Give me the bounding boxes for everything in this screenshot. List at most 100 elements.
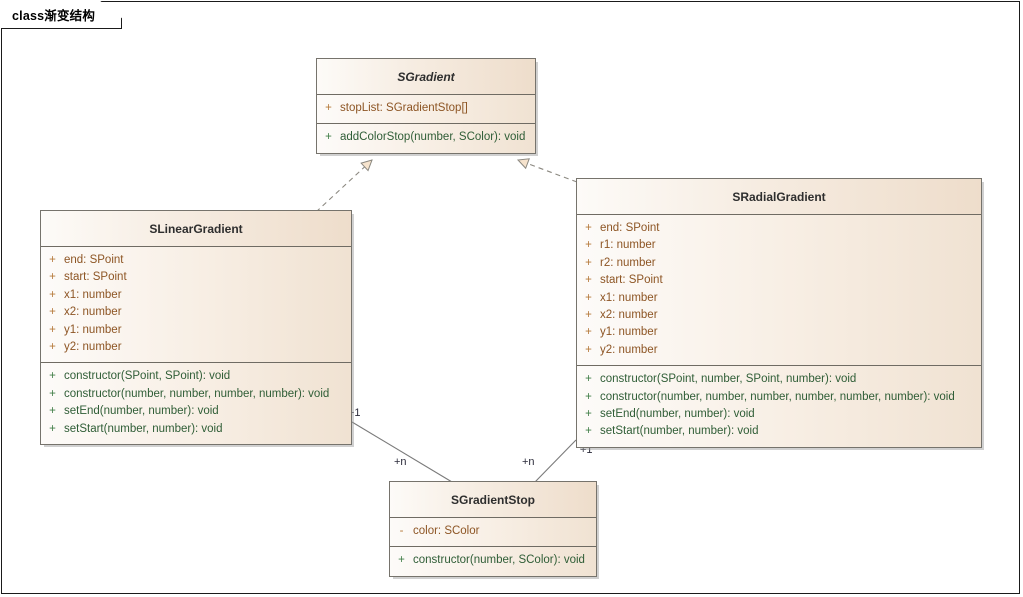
- attribute-label: y1: number: [600, 326, 658, 339]
- operation-row: + constructor(number, number, number, nu…: [577, 389, 981, 406]
- visibility-marker: +: [585, 425, 592, 438]
- operation-row: + constructor(number, number, number, nu…: [41, 386, 351, 403]
- visibility-marker: +: [585, 239, 592, 252]
- visibility-marker: +: [585, 390, 592, 403]
- attribute-row: + r1: number: [577, 237, 981, 254]
- visibility-marker: +: [585, 274, 592, 287]
- class-box-sgradientstop[interactable]: SGradientStop - color: SColor + construc…: [389, 481, 597, 577]
- operation-row: + setStart(number, number): void: [41, 421, 351, 438]
- operation-row: + setEnd(number, number): void: [41, 403, 351, 420]
- attribute-label: color: SColor: [413, 525, 480, 537]
- visibility-marker: +: [49, 323, 56, 336]
- attribute-row: + start: SPoint: [577, 272, 981, 289]
- attribute-label: r2: number: [600, 256, 656, 269]
- attribute-row: + end: SPoint: [577, 220, 981, 237]
- visibility-marker: +: [585, 256, 592, 269]
- multiplicity-stop-from-radial: +n: [522, 456, 535, 468]
- visibility-marker: +: [49, 271, 56, 284]
- visibility-marker: +: [325, 102, 332, 114]
- operation-row: + setEnd(number, number): void: [577, 406, 981, 423]
- attribute-row: + start: SPoint: [41, 269, 351, 286]
- visibility-marker: +: [49, 288, 56, 301]
- operation-row: + constructor(SPoint, SPoint): void: [41, 368, 351, 385]
- visibility-marker: +: [585, 343, 592, 356]
- attribute-label: x1: number: [64, 288, 122, 301]
- relation-linear-realizes-gradient: [315, 160, 372, 213]
- attribute-label: r1: number: [600, 239, 656, 252]
- class-box-slineargradient[interactable]: SLinearGradient + end: SPoint + start: S…: [40, 210, 352, 446]
- attribute-label: stopList: SGradientStop[]: [340, 102, 468, 114]
- class-name-sgradient: SGradient: [317, 59, 535, 95]
- operation-label: addColorStop(number, SColor): void: [340, 131, 526, 144]
- attribute-row: + y1: number: [41, 322, 351, 339]
- attribute-row: + r2: number: [577, 255, 981, 272]
- visibility-marker: +: [49, 370, 56, 383]
- visibility-marker: +: [585, 222, 592, 234]
- attribute-row: - color: SColor: [390, 523, 596, 540]
- attribute-label: x1: number: [600, 291, 658, 304]
- attribute-label: x2: number: [600, 309, 658, 322]
- attribute-row: + x2: number: [577, 307, 981, 324]
- attribute-label: start: SPoint: [600, 274, 663, 287]
- visibility-marker: +: [398, 554, 405, 567]
- operation-row: + constructor(number, SColor): void: [390, 552, 596, 569]
- relation-radial-realizes-gradient: [518, 160, 578, 183]
- operation-label: setStart(number, number): void: [600, 425, 759, 438]
- visibility-marker: +: [49, 306, 56, 319]
- attribute-row: + y1: number: [577, 324, 981, 341]
- diagram-title-label: class渐变结构: [12, 9, 96, 23]
- diagram-title-tab[interactable]: class渐变结构: [1, 1, 123, 29]
- relation-linear-stops: [351, 421, 453, 483]
- multiplicity-stop-from-linear: +n: [394, 456, 407, 468]
- visibility-marker: +: [49, 422, 56, 435]
- operation-row: + setStart(number, number): void: [577, 423, 981, 440]
- attribute-row: + end: SPoint: [41, 252, 351, 269]
- class-box-sradialgradient[interactable]: SRadialGradient + end: SPoint + r1: numb…: [576, 178, 982, 448]
- operations-section-sgradientstop: + constructor(number, SColor): void: [390, 546, 596, 576]
- attribute-label: y2: number: [600, 343, 658, 356]
- attribute-label: x2: number: [64, 306, 122, 319]
- class-box-sgradient[interactable]: SGradient + stopList: SGradientStop[] + …: [316, 58, 536, 154]
- operation-label: setStart(number, number): void: [64, 422, 223, 435]
- class-name-sgradientstop: SGradientStop: [390, 482, 596, 518]
- operation-row: + addColorStop(number, SColor): void: [317, 129, 535, 146]
- operation-label: constructor(number, number, number, numb…: [64, 387, 330, 400]
- operation-row: + constructor(SPoint, number, SPoint, nu…: [577, 371, 981, 388]
- attribute-label: end: SPoint: [64, 254, 124, 266]
- operations-section-sgradient: + addColorStop(number, SColor): void: [317, 123, 535, 153]
- visibility-marker: +: [585, 326, 592, 339]
- attribute-label: end: SPoint: [600, 222, 660, 234]
- visibility-marker: +: [585, 408, 592, 421]
- class-name-sradialgradient: SRadialGradient: [577, 179, 981, 215]
- visibility-marker: +: [585, 309, 592, 322]
- attribute-row: + x1: number: [577, 290, 981, 307]
- visibility-marker: +: [49, 341, 56, 354]
- attribute-row: + x1: number: [41, 287, 351, 304]
- operation-label: constructor(SPoint, number, SPoint, numb…: [600, 373, 857, 386]
- operations-section-slineargradient: + constructor(SPoint, SPoint): void + co…: [41, 362, 351, 445]
- attributes-section-slineargradient: + end: SPoint + start: SPoint + x1: numb…: [41, 247, 351, 363]
- operations-section-sradialgradient: + constructor(SPoint, number, SPoint, nu…: [577, 365, 981, 447]
- operation-label: constructor(SPoint, SPoint): void: [64, 370, 231, 383]
- attributes-section-sgradient: + stopList: SGradientStop[]: [317, 95, 535, 124]
- attribute-row: + stopList: SGradientStop[]: [317, 100, 535, 117]
- visibility-marker: +: [585, 291, 592, 304]
- visibility-marker: -: [399, 525, 404, 537]
- visibility-marker: +: [49, 254, 56, 266]
- class-name-slineargradient: SLinearGradient: [41, 211, 351, 247]
- operation-label: setEnd(number, number): void: [64, 405, 219, 418]
- attribute-label: start: SPoint: [64, 271, 127, 284]
- attribute-label: y2: number: [64, 341, 122, 354]
- visibility-marker: +: [325, 131, 332, 144]
- attribute-label: y1: number: [64, 323, 122, 336]
- visibility-marker: +: [49, 387, 56, 400]
- attribute-row: + y2: number: [577, 342, 981, 359]
- attributes-section-sgradientstop: - color: SColor: [390, 518, 596, 547]
- attributes-section-sradialgradient: + end: SPoint + r1: number + r2: number …: [577, 215, 981, 366]
- attribute-row: + y2: number: [41, 339, 351, 356]
- operation-label: setEnd(number, number): void: [600, 408, 755, 421]
- operation-label: constructor(number, SColor): void: [413, 554, 585, 567]
- relation-radial-stops: [534, 439, 577, 483]
- attribute-row: + x2: number: [41, 304, 351, 321]
